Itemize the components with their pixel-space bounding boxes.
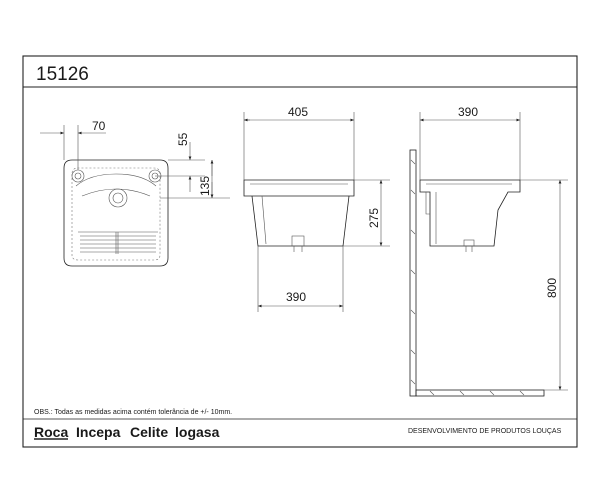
dim-front-275: 275 [367,208,381,228]
front-view-dimensions: 405 275 390 [243,105,390,312]
side-view-dimensions: 390 800 [419,105,568,391]
dim-side-800: 800 [545,278,559,298]
dim-top-55: 55 [176,132,190,146]
brand-incepa-logo: Incepa [76,424,121,440]
side-view [409,149,545,397]
brand-logos: Roca Incepa Celite logasa [34,424,220,440]
dim-top-width: 70 [92,119,106,133]
top-view [63,159,169,267]
brand-roca-logo: Roca [34,424,68,440]
top-view-dimensions: 70 55 135 [40,119,230,199]
drawing-code: 15126 [36,64,89,85]
dim-top-135: 135 [198,176,212,196]
sheet-border [22,55,578,448]
front-view [243,179,355,252]
brand-celite-logo: Celite [130,424,168,440]
dim-side-390: 390 [458,105,478,119]
tolerance-note: OBS.: Todas as medidas acima contém tole… [34,409,232,416]
dim-front-390: 390 [286,290,306,304]
dim-front-405: 405 [288,105,308,119]
department-label: DESENVOLVIMENTO DE PRODUTOS LOUÇAS [408,428,562,435]
brand-logasa-logo: logasa [175,424,220,440]
